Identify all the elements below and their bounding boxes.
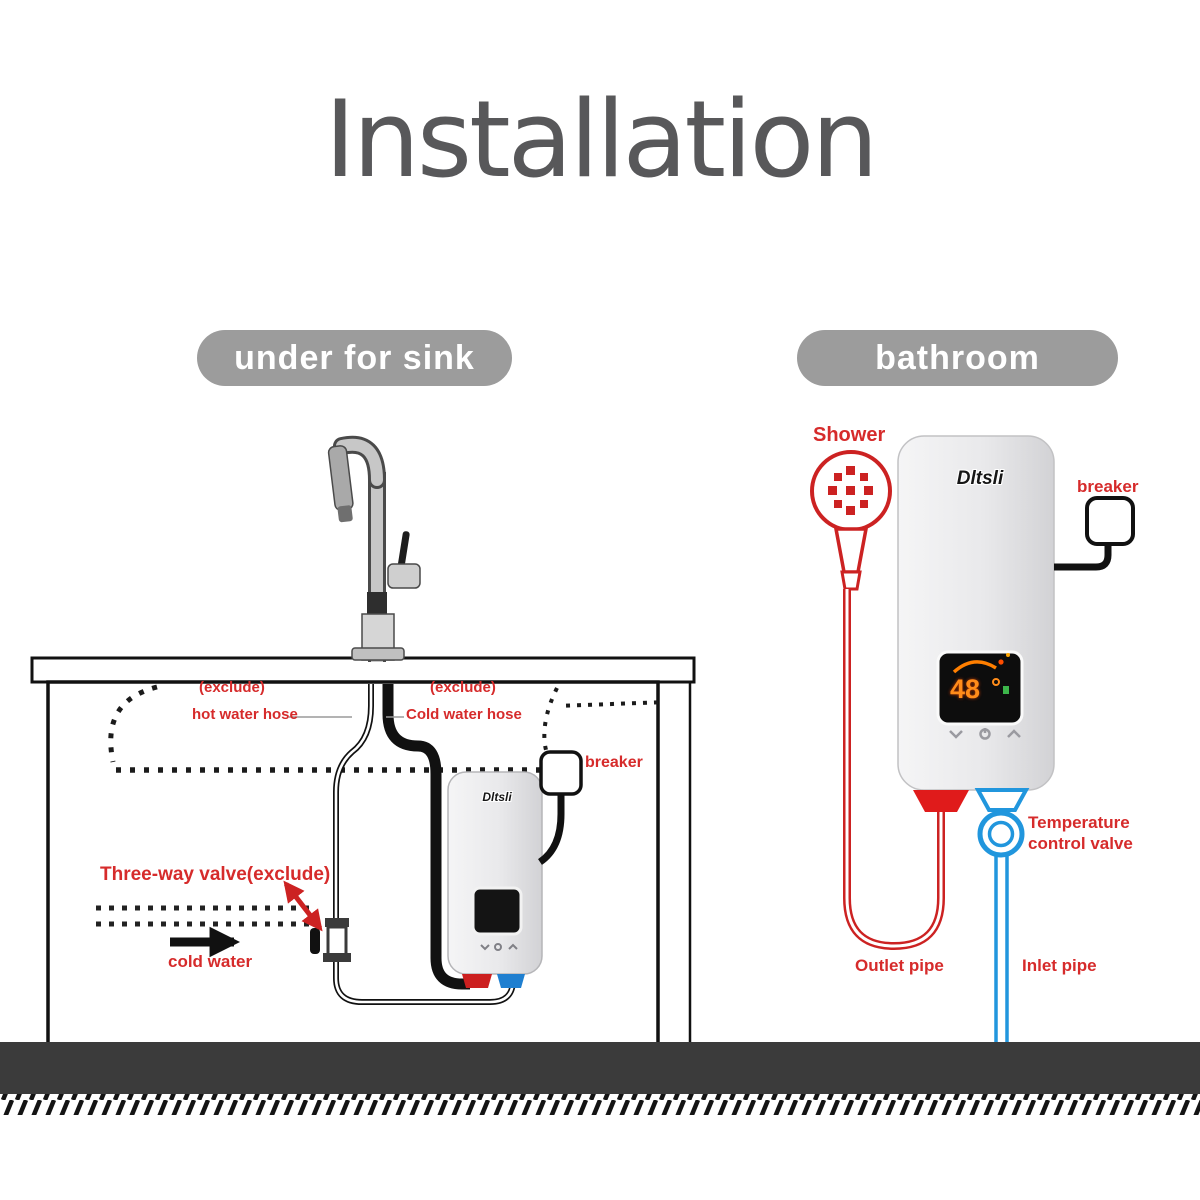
inlet-assembly	[974, 788, 1030, 1046]
sink-unit-display	[471, 886, 523, 936]
temperature-valve-line1: Temperature	[1028, 813, 1130, 832]
sink-cabinet	[30, 656, 696, 1046]
bathroom-breaker	[1054, 496, 1135, 571]
sink-breaker-label: breaker	[585, 754, 643, 771]
sink-breaker	[537, 750, 583, 865]
temperature-control-valve-label: Temperature control valve	[1028, 812, 1133, 854]
display-degree-mark	[992, 678, 1000, 686]
faucet-spout-head	[327, 445, 354, 523]
sink-unit-outlet-fitting	[462, 974, 492, 988]
shower-nozzles	[828, 466, 873, 515]
bathroom-breaker-label: breaker	[1077, 477, 1139, 496]
cold-water-hose-pipe	[382, 684, 470, 990]
cold-hose-exclude-label: (exclude)	[430, 679, 496, 696]
outlet-hose	[843, 589, 945, 951]
dashed-guides	[108, 684, 659, 773]
bathroom-outlet-fitting	[913, 790, 969, 812]
hot-water-hose-label: hot water hose	[192, 706, 298, 723]
sink-unit-brand-logo: Dltsli	[482, 790, 512, 804]
floor-hatching	[0, 1094, 1200, 1115]
three-way-valve-label: Three-way valve(exclude)	[100, 864, 331, 885]
display-temperature-readout: 48	[950, 674, 981, 704]
inlet-pipe-label: Inlet pipe	[1022, 956, 1097, 975]
bathroom-unit-brand-logo: Dltsli	[956, 468, 1004, 489]
section-pill-bathroom: bathroom	[797, 330, 1118, 386]
display-green-indicator	[1003, 686, 1009, 694]
cold-water-hose-label: Cold water hose	[406, 706, 522, 723]
sink-unit-buttons	[480, 943, 518, 951]
display-flame-arc	[952, 660, 997, 674]
bathroom-unit-buttons	[949, 728, 1021, 740]
page-title: Installation	[324, 78, 878, 201]
shower-label: Shower	[813, 424, 886, 446]
temperature-control-valve	[977, 810, 1025, 858]
hot-hose-exclude-label: (exclude)	[199, 679, 265, 696]
cold-water-supply	[96, 905, 316, 958]
section-pill-under-sink: under for sink	[197, 330, 512, 386]
floor-strip	[0, 1042, 1200, 1094]
bathroom-heater-unit	[897, 435, 1055, 812]
sink-heater-unit	[447, 771, 543, 988]
shower-head	[810, 450, 892, 591]
temperature-valve-line2: control valve	[1028, 834, 1133, 853]
faucet-illustration	[327, 435, 421, 662]
valve-pointer-arrow	[283, 880, 323, 932]
three-way-valve	[283, 880, 351, 962]
hot-water-pipe	[333, 684, 516, 1005]
faucet-lever	[397, 531, 410, 571]
cold-water-label: cold water	[168, 952, 253, 971]
outlet-pipe-label: Outlet pipe	[855, 956, 944, 975]
sink-unit-inlet-fitting	[497, 974, 525, 988]
